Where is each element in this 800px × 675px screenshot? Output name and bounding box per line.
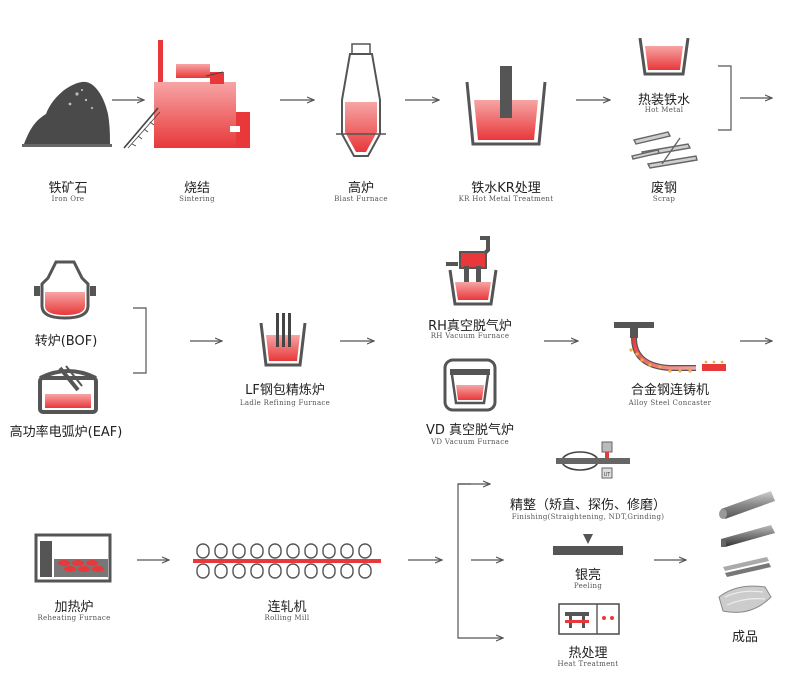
scrap-steel-icon bbox=[631, 131, 698, 169]
heat-treatment-label: 热处理 bbox=[568, 646, 608, 661]
iron-ore-label-en: Iron Ore bbox=[51, 195, 85, 203]
kr-label: 铁水KR处理 bbox=[471, 181, 541, 196]
rolling-label-en: Rolling Mill bbox=[264, 614, 310, 622]
rh-vacuum-degasser-icon bbox=[446, 236, 498, 306]
sintering-plant-icon bbox=[123, 40, 250, 149]
scrap-label-en: Scrap bbox=[652, 195, 676, 203]
vd-label-en: VD Vacuum Furnace bbox=[431, 438, 509, 446]
reheating-label: 加热炉 bbox=[54, 600, 94, 615]
caster-label: 合金钢连铸机 bbox=[630, 383, 710, 398]
iron-ore-pile-icon bbox=[22, 81, 112, 147]
sintering-label: 烧结 bbox=[183, 181, 211, 196]
rolling-label: 连轧机 bbox=[267, 600, 307, 615]
kr-treatment-icon bbox=[465, 66, 547, 146]
peeling-label: 银亮 bbox=[574, 568, 602, 583]
vd-label: VD 真空脱气炉 bbox=[425, 423, 515, 438]
kr-label-en: KR Hot Metal Treatment bbox=[458, 195, 554, 203]
round-bar-product bbox=[719, 491, 775, 519]
eaf-label: 高功率电弧炉(EAF) bbox=[9, 425, 123, 440]
finished-products-icon bbox=[718, 491, 775, 613]
heat-treatment-icon bbox=[558, 603, 620, 635]
lf-ladle-furnace-icon bbox=[259, 313, 307, 367]
caster-label-en: Alloy Steel Concaster bbox=[628, 399, 712, 407]
reheating-label-en: Reheating Furnace bbox=[37, 614, 111, 622]
finished-label: 成品 bbox=[731, 630, 759, 645]
blast-furnace-label: 高炉 bbox=[347, 181, 375, 196]
bof-label: 转炉(BOF) bbox=[34, 334, 98, 349]
finishing-label: 精整（矫直、探伤、修磨） bbox=[509, 498, 667, 513]
eaf-furnace-icon bbox=[38, 365, 98, 414]
blast-furnace-icon bbox=[336, 43, 386, 157]
continuous-caster-icon bbox=[614, 322, 726, 373]
coil-product bbox=[718, 585, 772, 613]
bof-converter-icon bbox=[34, 260, 96, 320]
square-bar-product bbox=[721, 525, 775, 547]
peeling-label-en: Peeling bbox=[573, 582, 603, 590]
rh-label: RH真空脱气炉 bbox=[428, 319, 512, 334]
iron-ore-label: 铁矿石 bbox=[48, 181, 88, 196]
hot-metal-label-en: Hot Metal bbox=[644, 106, 684, 114]
finishing-ndt-icon: UT bbox=[556, 441, 630, 479]
lf-label-en: Ladle Refining Furnace bbox=[239, 399, 331, 407]
branch-bracket bbox=[457, 483, 471, 639]
bracket-row1 bbox=[718, 65, 732, 131]
scrap-label: 废钢 bbox=[650, 181, 678, 196]
ndt-probe-label: UT bbox=[604, 472, 612, 478]
peeling-icon bbox=[553, 534, 623, 555]
vd-vacuum-degasser-icon bbox=[443, 358, 497, 412]
hot-metal-ladle-icon bbox=[638, 38, 690, 76]
bracket-row2 bbox=[133, 307, 147, 374]
blast-furnace-label-en: Blast Furnace bbox=[334, 195, 388, 203]
sintering-label-en: Sintering bbox=[179, 195, 215, 203]
lf-label: LF钢包精炼炉 bbox=[245, 383, 325, 398]
heat-treatment-label-en: Heat Treatment bbox=[557, 660, 619, 668]
hot-metal-label: 热装铁水 bbox=[637, 93, 691, 108]
rolling-mill-icon bbox=[193, 543, 381, 579]
flat-bar-product bbox=[723, 557, 771, 577]
finishing-label-en: Finishing(Straightening, NDT,Grinding) bbox=[511, 513, 665, 521]
rh-label-en: RH Vacuum Furnace bbox=[430, 332, 510, 340]
reheating-furnace-icon bbox=[34, 533, 112, 583]
